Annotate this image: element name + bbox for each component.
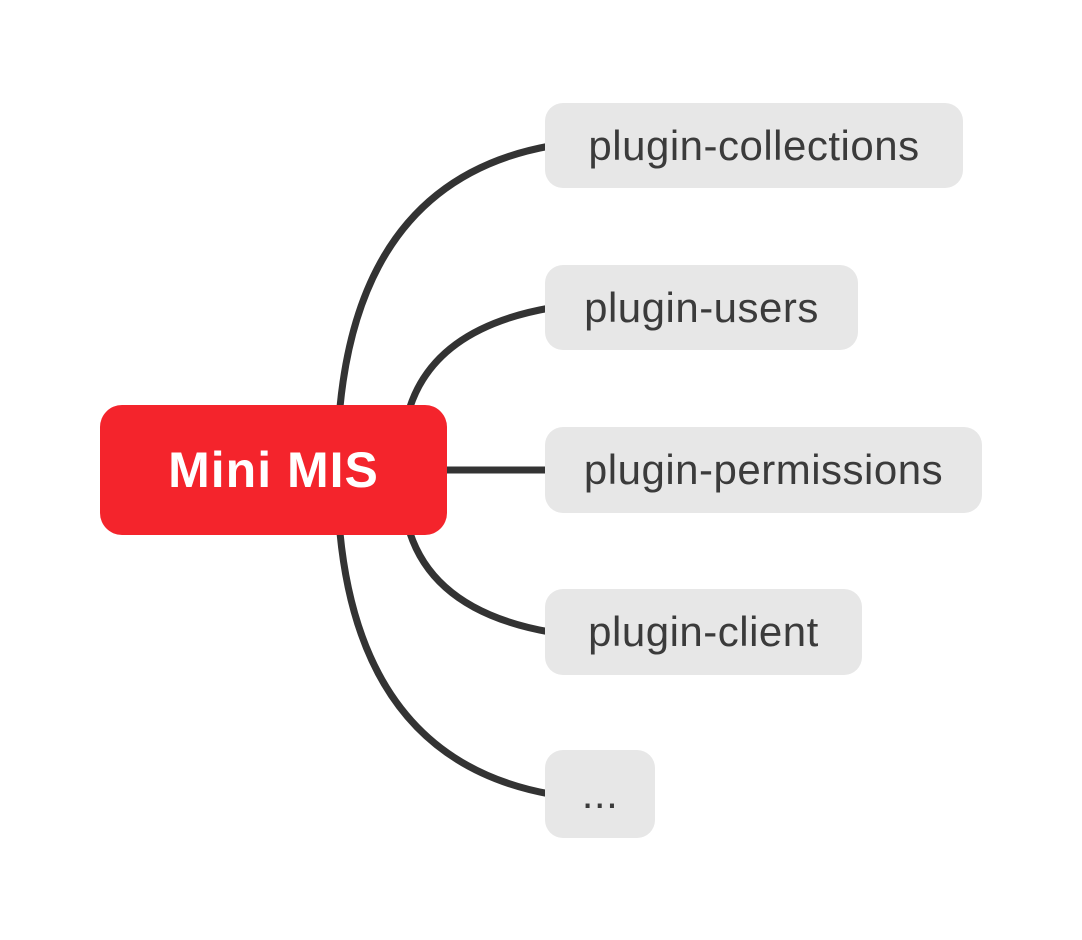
child-node-label: plugin-permissions [583, 446, 944, 493]
child-node-plugin-client[interactable]: plugin-client [545, 589, 862, 675]
child-node-label: plugin-users [584, 283, 819, 331]
child-node-plugin-users[interactable]: plugin-users [545, 265, 858, 350]
child-node-label: plugin-collections [588, 121, 920, 169]
connector-root-to-plugin-collections [336, 142, 551, 408]
child-node-label: plugin-client [588, 608, 819, 655]
child-node-more[interactable]: ... [545, 750, 655, 838]
root-node-label: Mini MIS [168, 442, 379, 498]
root-node-mini-mis[interactable]: Mini MIS [100, 405, 447, 535]
child-node-plugin-permissions[interactable]: plugin-permissions [545, 427, 982, 513]
connector-root-to-plugin-users [406, 304, 551, 409]
connector-root-to-more [336, 532, 551, 798]
child-node-plugin-collections[interactable]: plugin-collections [545, 103, 963, 188]
connector-root-to-plugin-client [406, 531, 551, 636]
child-node-label: ... [581, 770, 619, 817]
